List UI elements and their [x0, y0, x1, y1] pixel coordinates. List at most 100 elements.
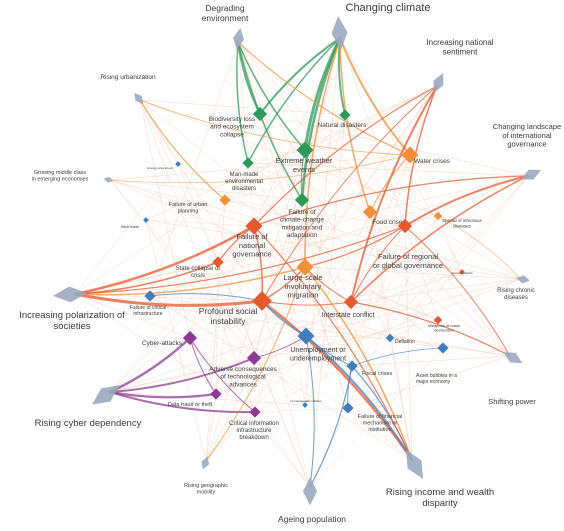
risk-node-interstate[interactable]	[343, 294, 359, 310]
risk-node-datafraud[interactable]	[210, 388, 222, 400]
risk-node-biodiv[interactable]	[252, 106, 268, 122]
trend-node-shift[interactable]	[501, 347, 526, 368]
trend-link-t_env-r_manmade	[236, 41, 249, 164]
risk-node-instab[interactable]	[252, 291, 272, 311]
faint-risk-link	[253, 199, 303, 359]
trend-node-income[interactable]	[399, 446, 430, 483]
trend-node-urban[interactable]	[131, 90, 146, 106]
trend-link-t_polar-r_instab	[73, 292, 264, 307]
trend-link-t_urban-r_water	[139, 99, 411, 156]
risk-node-food[interactable]	[362, 204, 378, 220]
faint-risk-link	[215, 162, 249, 395]
faint-link-t_mobility-r_datafraud	[205, 393, 217, 462]
trend-link-t_cyber-r_cyberatt	[108, 336, 192, 394]
risk-link-r_water-r_food	[369, 154, 411, 213]
risk-label-terror: Terrorist attacks	[451, 271, 473, 275]
risk-node-critinf[interactable]	[144, 290, 156, 302]
trend-node-polar[interactable]	[52, 285, 87, 304]
trend-link-t_climate-r_manmade	[247, 37, 341, 164]
faint-link-t_urban-r_infect	[139, 99, 439, 217]
trend-link-t_middle-r_water	[109, 154, 411, 184]
trend-node-chronic[interactable]	[515, 274, 530, 284]
trend-node-national[interactable]	[429, 71, 448, 96]
faint-link-t_shift-r_fiscal	[351, 355, 511, 367]
trend-node-cyber[interactable]	[87, 379, 124, 412]
trend-link-t_polar-r_migration	[74, 266, 306, 296]
risk-node-terror[interactable]	[459, 269, 465, 275]
risk-node-critinfo[interactable]	[249, 406, 261, 418]
trend-link-t_env-r_climfail	[237, 41, 303, 201]
faint-link-t_env-r_food	[237, 41, 371, 213]
trend-node-middle[interactable]	[103, 176, 114, 184]
faint-risk-link	[304, 215, 439, 406]
trend-node-ageing[interactable]	[303, 477, 317, 506]
faint-link-t_chronic-r_migration	[304, 266, 522, 280]
faint-link-t_urban-r_collapse	[139, 99, 219, 263]
risk-node-finfail[interactable]	[342, 402, 354, 414]
risk-node-urbanfail[interactable]	[219, 194, 231, 206]
faint-link-t_chronic-r_urbanfail	[224, 199, 522, 280]
faint-risk-link	[253, 114, 346, 227]
faint-link-t_landscape-r_finfail	[347, 175, 529, 409]
faint-link-t_mobility-r_unemploy	[205, 335, 307, 462]
risk-label-water: Water crises	[414, 158, 451, 165]
trend-link-t_urban-r_urbanfail	[139, 99, 226, 201]
faint-link-t_income-r_critinf	[149, 295, 413, 461]
faint-link-t_shift-r_regional	[404, 225, 511, 357]
faint-link-t_income-r_finfail	[347, 407, 413, 461]
faint-link-t_landscape-r_biodiv	[259, 113, 529, 177]
faint-link-t_middle-r_climfail	[109, 179, 303, 201]
faint-link-t_polar-r_critinfo	[74, 293, 256, 413]
risk-node-natgov[interactable]	[245, 217, 263, 235]
faint-link-t_national-r_interstate	[350, 85, 438, 303]
risk-node-wmd[interactable]	[433, 315, 443, 325]
risk-node-bubbles[interactable]	[437, 342, 449, 354]
risk-node-climfail[interactable]	[294, 192, 310, 208]
trend-link-t_national-r_instab	[261, 85, 438, 302]
risk-node-inflation[interactable]	[302, 402, 308, 408]
risk-node-extreme[interactable]	[296, 141, 314, 159]
trend-label-ageing: Ageing population	[278, 514, 346, 524]
faint-link-t_climate-r_water	[339, 37, 411, 156]
risk-node-cyberatt[interactable]	[182, 330, 198, 346]
risk-node-illicit[interactable]	[143, 217, 149, 223]
risk-node-adverse[interactable]	[246, 350, 262, 366]
risk-node-deflation[interactable]	[385, 333, 395, 343]
risk-node-energy[interactable]	[175, 161, 181, 167]
risk-label-interstate: Interstate conflict	[322, 312, 375, 319]
risk-node-manmade[interactable]	[242, 157, 254, 169]
faint-link-t_climate-r_climfail	[301, 37, 341, 201]
faint-link-t_mobility-r_interstate	[205, 301, 352, 462]
trend-node-mobility[interactable]	[199, 455, 211, 471]
risk-node-infect[interactable]	[433, 211, 443, 221]
trend-node-landscape[interactable]	[519, 165, 544, 184]
faint-link-t_chronic-r_unemploy	[305, 278, 522, 337]
risk-node-collapse[interactable]	[212, 256, 224, 268]
faint-link-t_cyber-r_water	[109, 154, 411, 393]
faint-link-t_shift-r_deflation	[389, 337, 511, 357]
trend-shape	[503, 352, 523, 364]
risk-node-migration[interactable]	[296, 258, 314, 276]
risk-link-r_regional-r_interstate	[350, 225, 406, 303]
risk-node-unemploy[interactable]	[297, 327, 315, 345]
trend-node-env[interactable]	[231, 27, 246, 51]
faint-link-t_middle-r_natgov	[109, 179, 255, 227]
trend-node-climate[interactable]	[330, 15, 349, 50]
faint-link-t_national-r_extreme	[304, 85, 438, 151]
faint-link-t_ageing-r_critinfo	[254, 411, 311, 488]
risk-node-water[interactable]	[401, 146, 419, 164]
risk-node-fiscal[interactable]	[346, 360, 358, 372]
risk-node-regional[interactable]	[397, 218, 413, 234]
